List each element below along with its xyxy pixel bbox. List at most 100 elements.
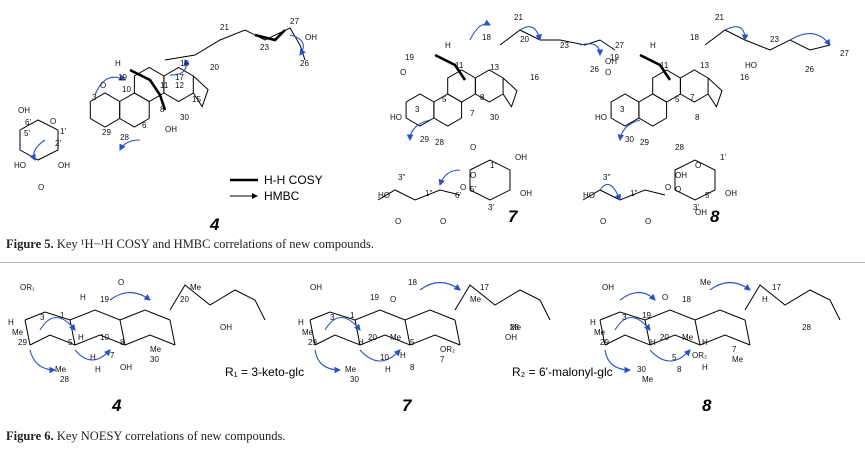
f6c4-atom-label: 19 (100, 295, 109, 304)
f5c7-atom-label: 19 (405, 53, 414, 62)
f5c7-atom-label: O (460, 183, 466, 192)
f6c4-atom-label: 1 (60, 311, 65, 320)
f5c7-atom-label: O (470, 171, 476, 180)
ring-bond (169, 319, 176, 346)
side-chain (454, 284, 551, 321)
f5c4-atom-label: 15 (192, 95, 201, 104)
f5c7-atom-label: 13 (490, 63, 499, 72)
f5c7-atom-label: 29 (420, 135, 429, 144)
f6c8-atom-label: Me (732, 355, 744, 364)
f6c7-atom-label: Me (390, 333, 402, 342)
f6c4-atom-label: 7 (110, 351, 115, 360)
f5c4-atom-label: OH (58, 161, 70, 170)
f6c8-atom-label: Me (594, 328, 606, 337)
f5c8-atom-label: 7 (690, 93, 695, 102)
correlation-arrow (109, 291, 151, 301)
correlation-arrow (709, 281, 751, 291)
f5c8-atom-label: 27 (840, 49, 849, 58)
f5c8-atom-label: O (600, 217, 606, 226)
correlation-arrow (724, 26, 749, 42)
f5c8-atom-label: 3' (693, 203, 699, 212)
side-chain (744, 284, 841, 321)
f5c4-atom-label: 21 (220, 23, 229, 32)
correlation-arrow (619, 291, 656, 301)
f6c4-atom-label: H (8, 318, 14, 327)
correlation-arrow (406, 119, 431, 142)
f6c8-atom-label: 18 (682, 295, 691, 304)
f5c7-atom-label: 18 (482, 33, 491, 42)
correlation-arrow (438, 169, 461, 187)
f5c8-atom-label: H (650, 41, 656, 50)
f6c4-atom-label: H (78, 333, 84, 342)
correlation-arrow (314, 349, 342, 374)
f6c7-atom-label: 30 (350, 375, 359, 384)
f6c7-atom-label: Me (345, 365, 357, 374)
f6c8-atom-label: H (650, 338, 656, 347)
f6c8-atom-label: Me (642, 375, 654, 384)
f5c4-atom-label: OH (18, 106, 30, 115)
f5c8-atom-label: O (645, 217, 651, 226)
f5c4-atom-label: O (50, 117, 56, 126)
f6c7-atom-label: 20 (368, 333, 377, 342)
f6c4-atom-label: O (118, 278, 124, 287)
f6c7-atom-label: OR₂ (440, 345, 455, 354)
f5c8-atom-label: HO (745, 61, 757, 70)
ring-bond (694, 319, 701, 346)
compound-8-label-fig6: 8 (702, 396, 712, 415)
f5c7-atom-label: 3' (488, 203, 494, 212)
f5c7-atom-label: 8 (480, 93, 485, 102)
f6c7-atom-label: Me (470, 295, 482, 304)
f6c4-atom-label: H (90, 353, 96, 362)
f5c7-atom-label: 3'' (398, 173, 406, 182)
cosy-bond (254, 29, 286, 42)
f5c8-atom-label: 29 (640, 138, 649, 147)
f6c8-atom-label: H (702, 363, 708, 372)
f5c4-atom-label: 11 (160, 81, 169, 90)
f6c8-atom-label: 29 (600, 338, 609, 347)
ring-bond (24, 309, 171, 321)
f6c7-atom-label: 28 (510, 323, 519, 332)
f6c7-atom-label: H (385, 365, 391, 374)
correlation-arrow (169, 58, 190, 76)
f6c8-atom-label: O (662, 293, 668, 302)
f6c7-atom-label: 19 (370, 293, 379, 302)
side-chain (704, 29, 831, 51)
correlation-arrow (614, 316, 651, 331)
f5c7-atom-label: O (400, 68, 406, 77)
correlation-arrow (604, 349, 632, 374)
f6c8-atom-label: Me (700, 278, 712, 287)
legend-hmbc: HMBC (264, 189, 300, 203)
f6c4-atom-label: H (95, 365, 101, 374)
f5c7-atom-label: H (445, 41, 451, 50)
ring-bond (405, 93, 435, 127)
f6c4-atom-label: 29 (18, 338, 27, 347)
f6c7-atom-label: H (400, 351, 406, 360)
f6c7-atom-label: Me (302, 328, 314, 337)
correlation-arrow (29, 139, 46, 161)
f5c4-atom-label: O (100, 81, 106, 90)
f5c7-atom-label: 3 (415, 105, 420, 114)
f5c7-atom-label: O (470, 143, 476, 152)
ring-bond (744, 319, 751, 346)
correlation-arrow (119, 139, 141, 151)
f6c7-atom-label: OH (505, 333, 517, 342)
f6c4-atom-label: Me (55, 365, 67, 374)
ring-bond (24, 319, 31, 346)
f5c7-atom-label: 1'' (425, 189, 433, 198)
f6c7-atom-label: 1 (350, 311, 355, 320)
compound-4-label: 4 (209, 215, 220, 234)
correlation-arrow (649, 349, 691, 362)
ring-bond (707, 77, 723, 108)
f6c4-atom-label: 3 (40, 313, 45, 322)
f5c8-atom-label: OH (675, 171, 687, 180)
f5c7-atom-label: 27 (615, 41, 624, 50)
compound-7-label-fig6: 7 (402, 396, 413, 415)
ring-bond (163, 66, 194, 103)
f6c7-atom-label: 7 (440, 355, 445, 364)
f6c8-atom-label: OR₂ (692, 351, 707, 360)
f5c7-atom-label: 5 (442, 95, 447, 104)
f5c7-atom-label: 11 (455, 61, 464, 70)
f5c8-atom-label: 3'' (603, 173, 611, 182)
f6c4-atom-label: H (80, 293, 86, 302)
